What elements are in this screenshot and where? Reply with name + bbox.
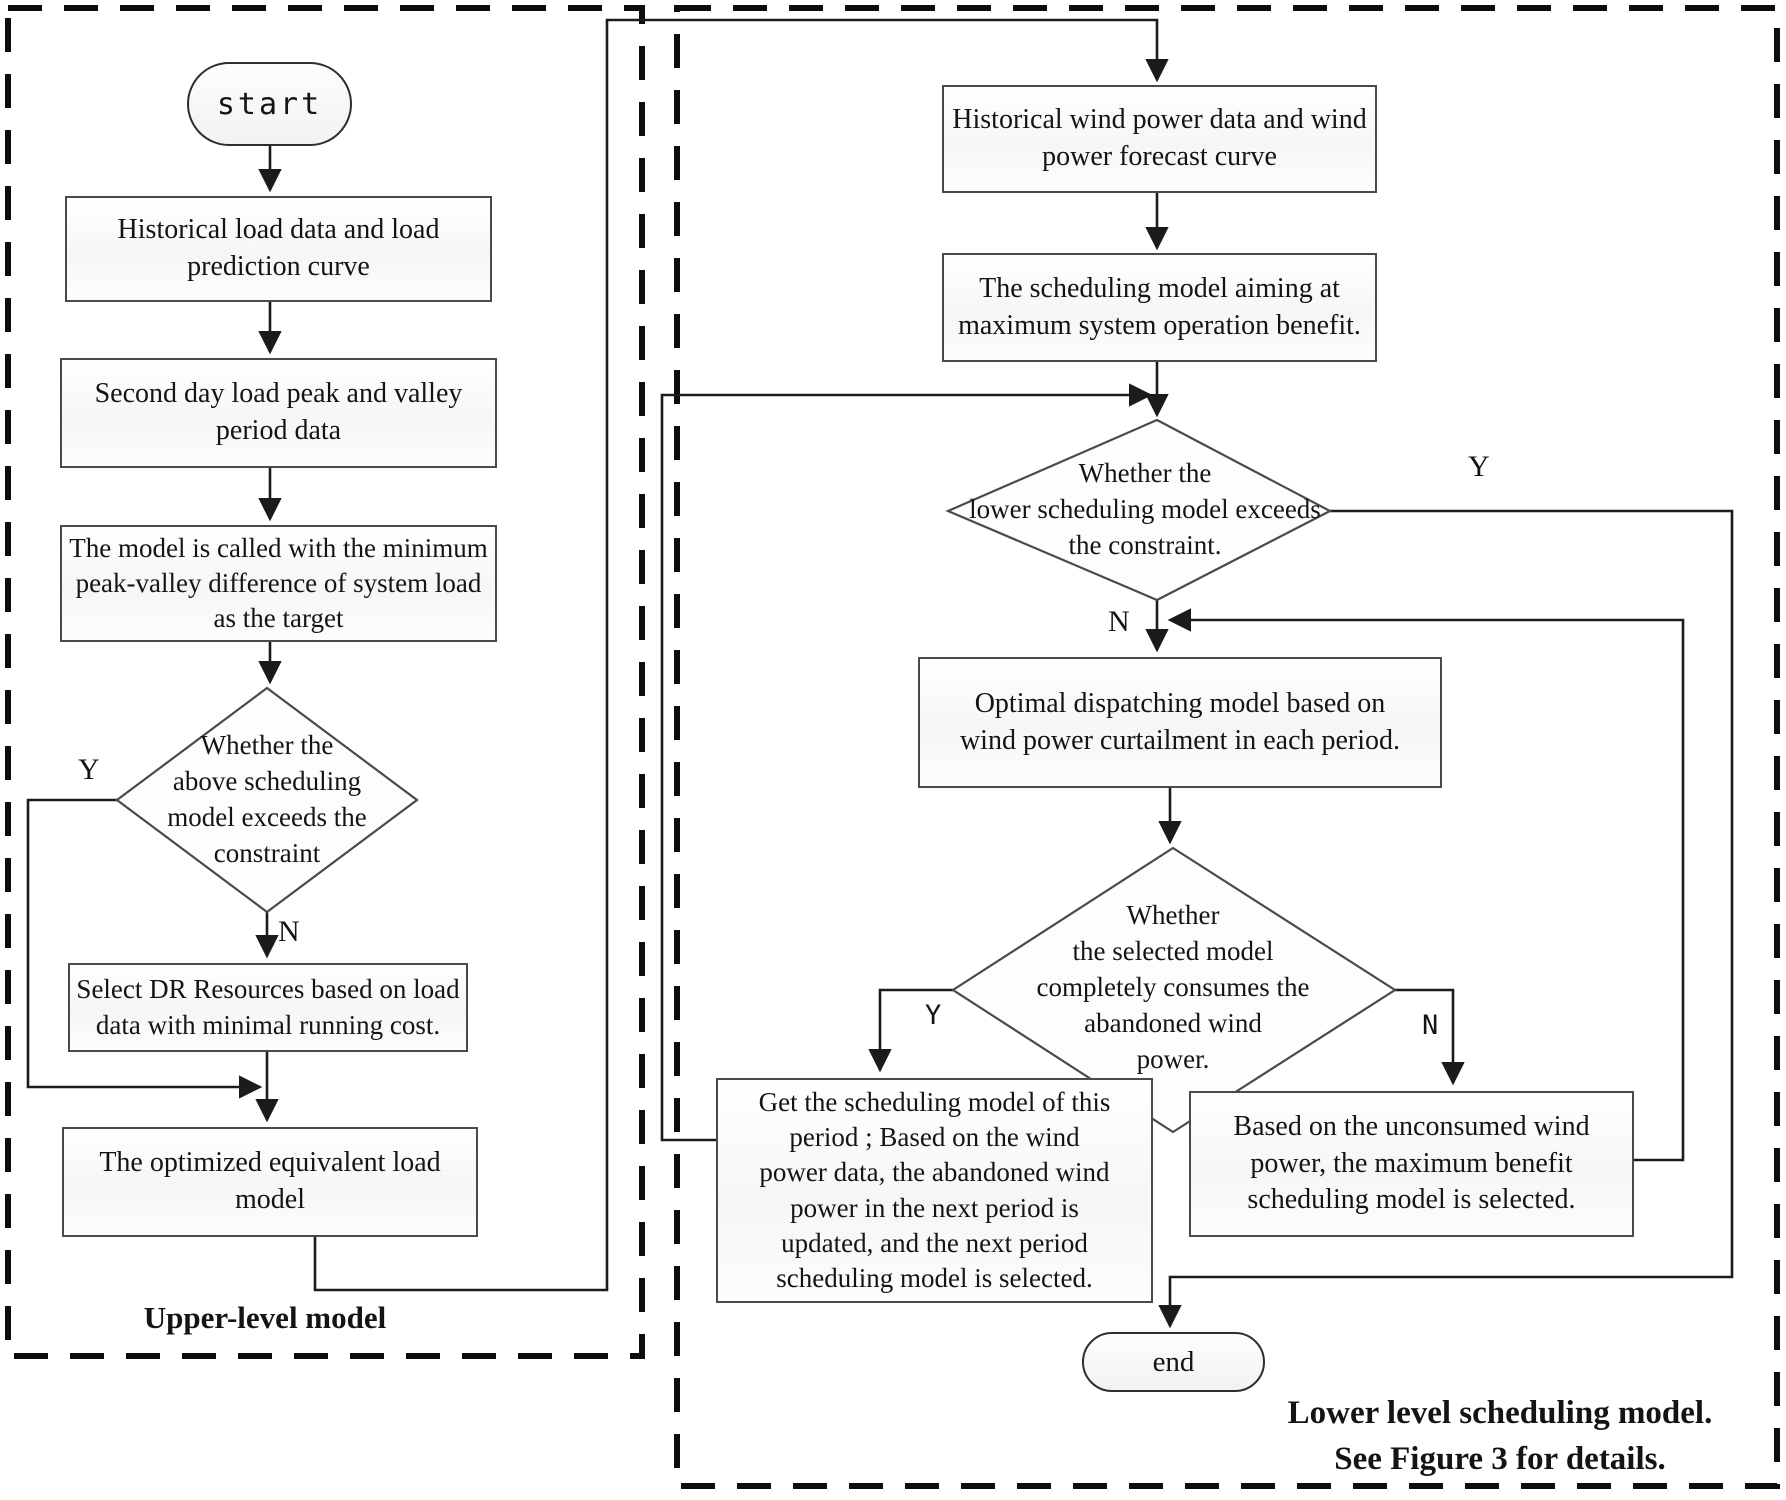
consume-decision-no-label: N bbox=[1422, 1010, 1439, 1041]
select-dr-text: Select DR Resources based on load data w… bbox=[76, 974, 460, 1040]
lower-decision-text: Whether the lower scheduling model excee… bbox=[969, 458, 1321, 560]
historical-wind-text: Historical wind power data and wind powe… bbox=[952, 104, 1367, 172]
connector-optimized-load-to-historical-wind bbox=[313, 18, 1169, 1292]
lower-panel-caption: Lower level scheduling model. See Figure… bbox=[1287, 1395, 1713, 1478]
connector-lower-decision-yes-to-end bbox=[1158, 509, 1734, 1329]
optimized-load-text: The optimized equivalent load model bbox=[99, 1147, 441, 1215]
node-historical-load: Historical load data and load prediction… bbox=[65, 196, 492, 302]
node-get-scheduling: Get the scheduling model of this period … bbox=[716, 1078, 1153, 1303]
node-unconsumed: Based on the unconsumed wind power, the … bbox=[1189, 1091, 1634, 1237]
upper-decision-yes-label: Y bbox=[78, 753, 100, 786]
scheduling-model-text: The scheduling model aiming at maximum s… bbox=[958, 272, 1361, 341]
connector-consume-no-to-unconsumed bbox=[1395, 988, 1465, 1086]
upper-panel-caption: Upper-level model bbox=[143, 1300, 387, 1335]
consume-decision-yes-label: Y bbox=[925, 1000, 942, 1031]
start-terminal: start bbox=[187, 62, 352, 146]
connector-consume-yes-to-get-scheduling bbox=[868, 988, 953, 1073]
get-scheduling-text: Get the scheduling model of this period … bbox=[758, 1087, 1111, 1293]
upper-panel-dashed-border bbox=[5, 5, 645, 1359]
second-day-text: Second day load peak and valley period d… bbox=[94, 378, 463, 446]
node-select-dr: Select DR Resources based on load data w… bbox=[68, 963, 468, 1052]
consume-decision-diamond bbox=[950, 846, 1398, 1134]
node-second-day: Second day load peak and valley period d… bbox=[60, 358, 497, 468]
connector-unconsumed-feedback-loop bbox=[1167, 608, 1685, 1162]
historical-load-text: Historical load data and load prediction… bbox=[117, 214, 440, 282]
optimal-dispatch-text: Optimal dispatching model based on wind … bbox=[959, 687, 1401, 756]
start-label: start bbox=[216, 86, 323, 122]
upper-decision-no-label: N bbox=[278, 915, 300, 948]
end-terminal: end bbox=[1082, 1332, 1265, 1392]
lower-decision-no-label: N bbox=[1108, 605, 1130, 638]
model-called-text: The model is called with the minimum pea… bbox=[69, 532, 488, 634]
upper-decision-text: Whether the above scheduling model excee… bbox=[167, 730, 367, 868]
node-historical-wind: Historical wind power data and wind powe… bbox=[942, 85, 1377, 193]
lower-decision-diamond bbox=[945, 418, 1333, 602]
node-scheduling-model: The scheduling model aiming at maximum s… bbox=[942, 253, 1377, 362]
lower-decision-yes-label: Y bbox=[1468, 450, 1490, 483]
connector-get-scheduling-feedback-loop bbox=[660, 383, 1153, 1142]
upper-decision-diamond bbox=[115, 686, 419, 914]
node-optimized-load: The optimized equivalent load model bbox=[62, 1127, 478, 1237]
connector-upper-decision-yes-loop bbox=[26, 798, 263, 1099]
node-model-called: The model is called with the minimum pea… bbox=[60, 525, 497, 642]
node-optimal-dispatch: Optimal dispatching model based on wind … bbox=[918, 657, 1442, 788]
end-label: end bbox=[1152, 1345, 1195, 1378]
unconsumed-text: Based on the unconsumed wind power, the … bbox=[1233, 1110, 1590, 1216]
consume-decision-text: Whether the selected model completely co… bbox=[1036, 900, 1310, 1074]
